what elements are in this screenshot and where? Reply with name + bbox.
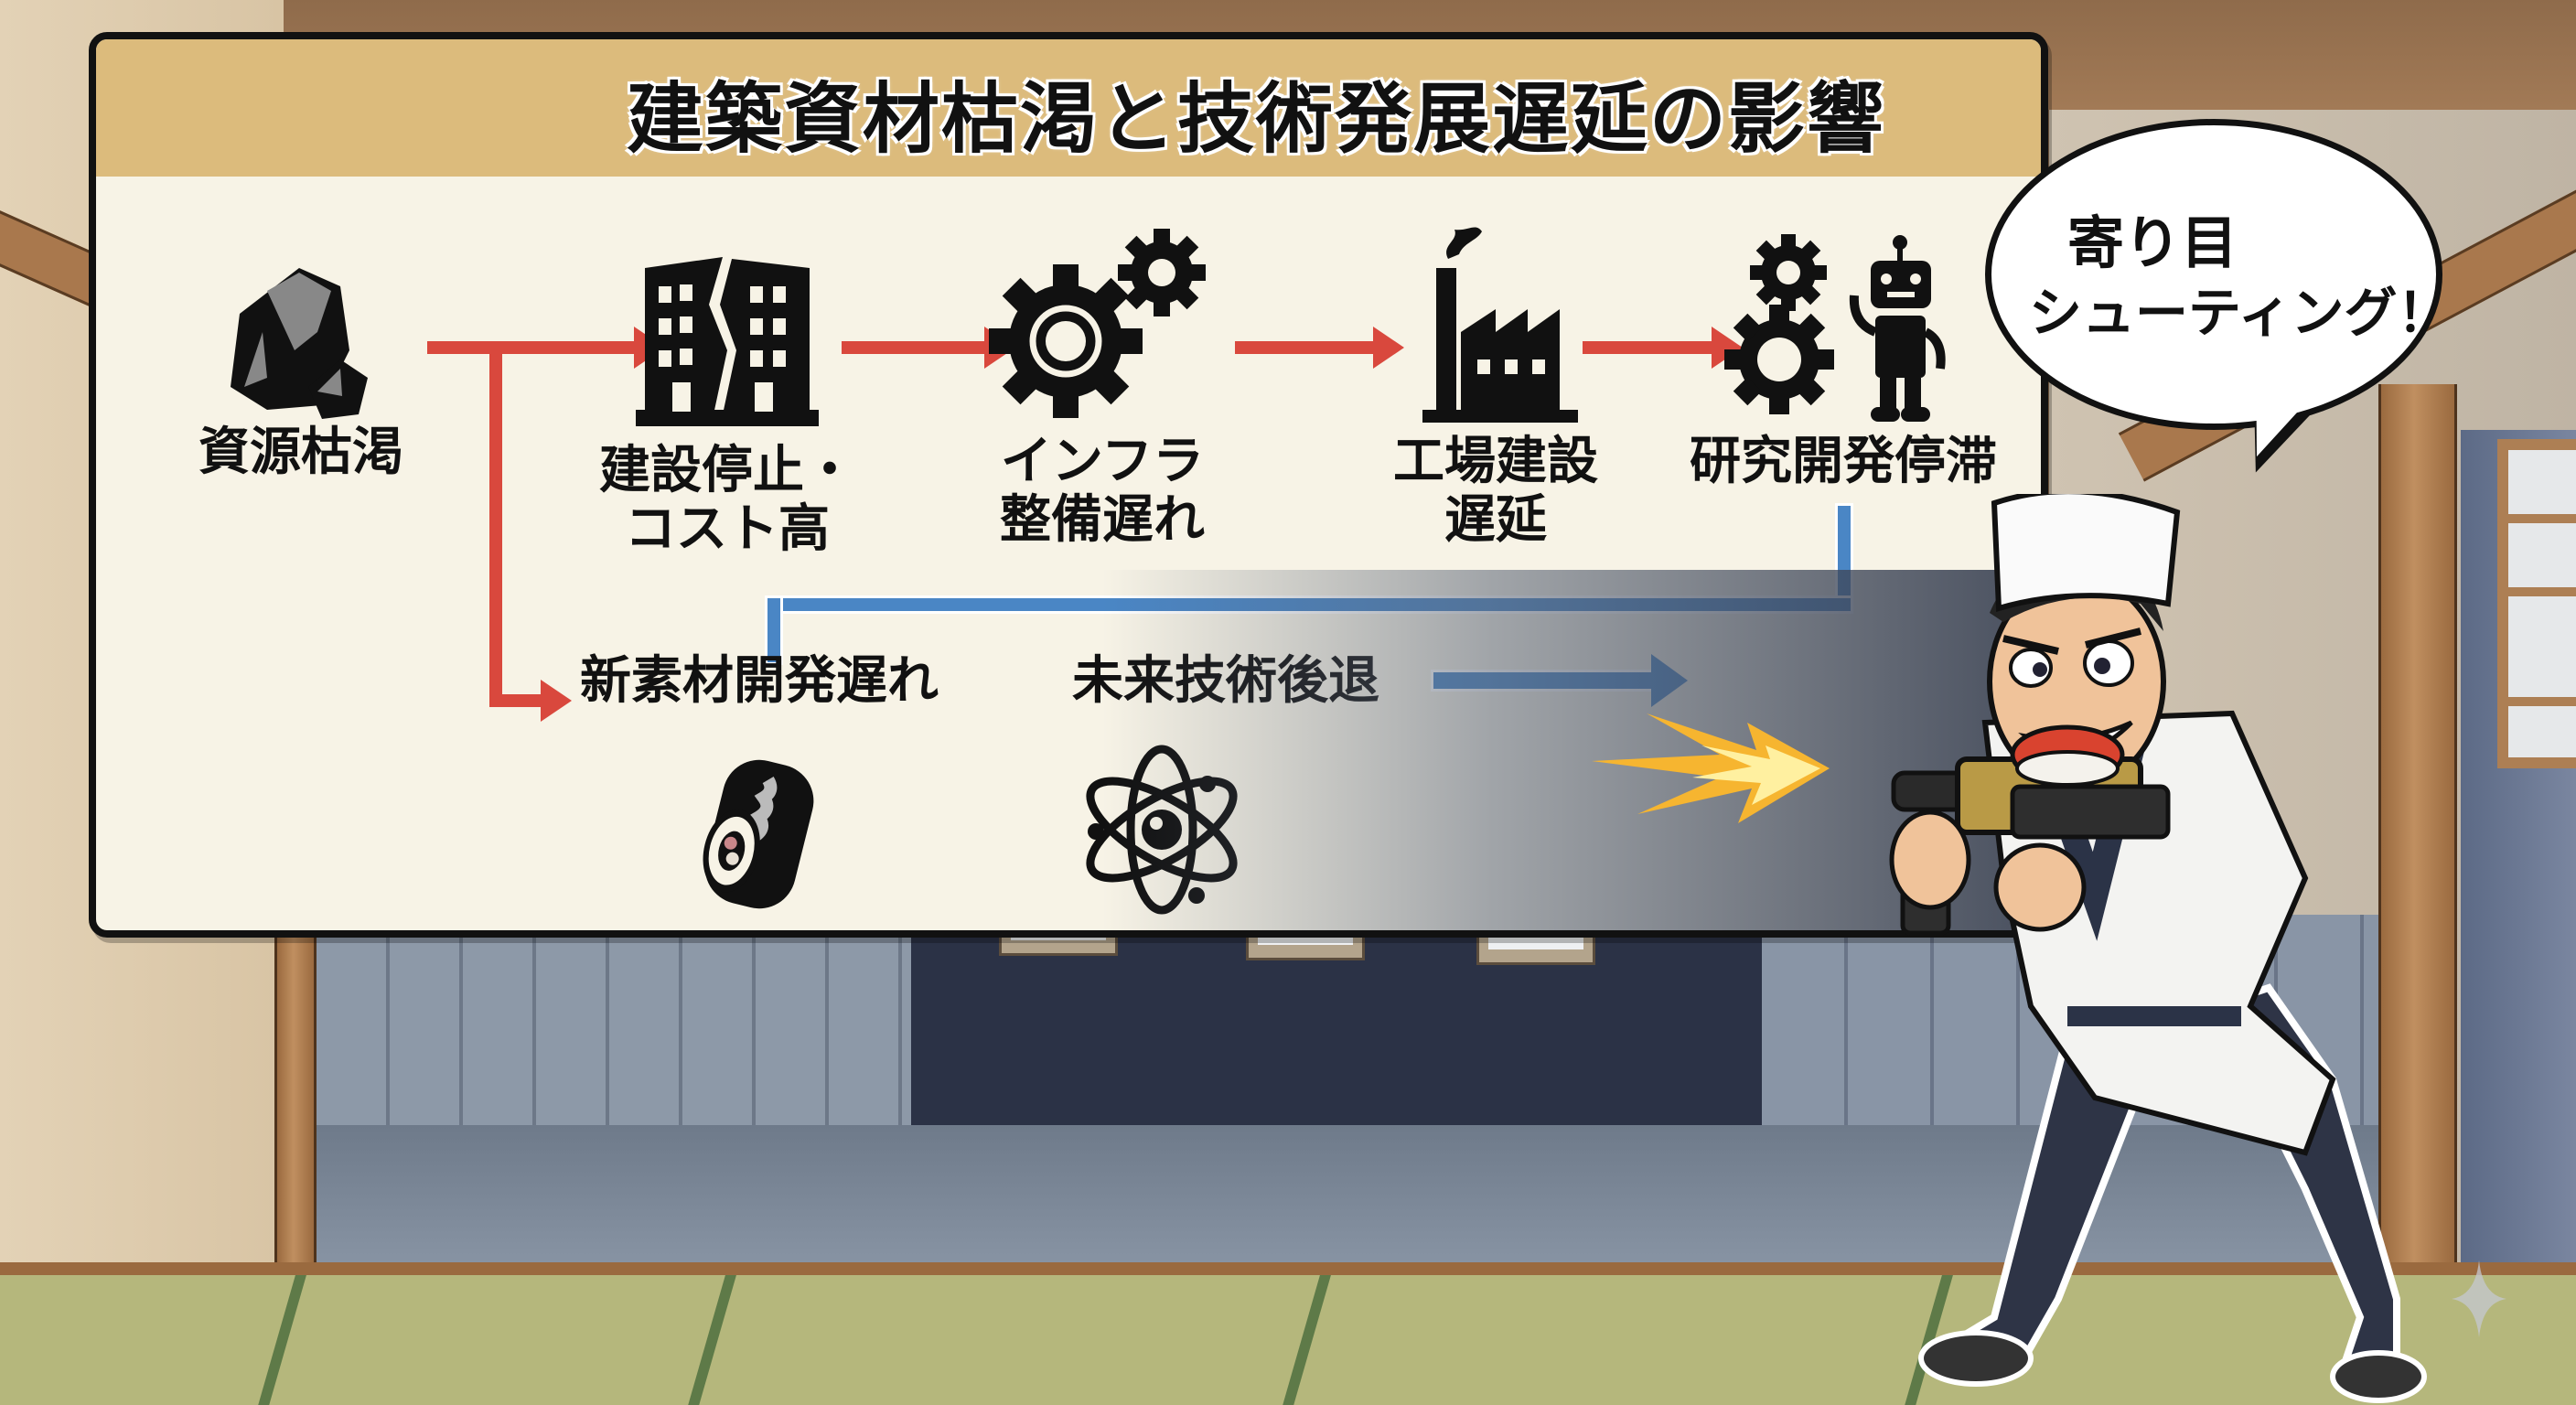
panel-title: 建築資材枯渇と技術発展遅延の影響: [627, 74, 1886, 164]
red-arrow-branch: [489, 680, 572, 722]
flow-node-future-tech-regression: 未来技術後退: [1061, 652, 1390, 921]
flow-node-label: コスト高: [625, 499, 830, 559]
wooden-pillar: [274, 933, 317, 1281]
flow-node-label: 整備遅れ: [1000, 490, 1205, 550]
flow-node-label: 資源枯渇: [199, 423, 403, 482]
flow-node-label: インフラ: [1000, 432, 1205, 491]
sushi-roll-icon: [703, 759, 814, 909]
speech-bubble-line-2: シューティング！: [2029, 282, 2451, 344]
title-band: 建築資材枯渇と技術発展遅延の影響: [96, 39, 2041, 177]
sparkle-icon: [2452, 1260, 2506, 1337]
flow-node-label: 研究開発停滞: [1690, 432, 1997, 491]
factory-icon: [1422, 227, 1578, 423]
red-arrow: [1235, 327, 1404, 369]
rock-icon: [231, 268, 368, 419]
gears-icon: [989, 229, 1206, 418]
blue-connector: [767, 598, 780, 662]
flow-node-label: 遅延: [1444, 490, 1547, 550]
flow-node-new-material-delay: 新素材開発遅れ: [567, 652, 951, 921]
tatami-floor: [0, 1262, 2576, 1405]
cracked-building-icon: [636, 257, 819, 426]
atom-icon: [1086, 745, 1238, 915]
flow-node-rnd-stagnation: 研究開発停滞: [1679, 231, 2008, 491]
robot-gears-icon: [1724, 234, 1946, 422]
flow-node-label: 新素材開発遅れ: [580, 651, 939, 711]
flow-node-resource-depletion: 資源枯渇: [199, 250, 403, 482]
speech-bubble: [1985, 119, 2442, 430]
blue-connector: [767, 598, 1851, 611]
speech-bubble-line-1: 寄り目: [2067, 209, 2238, 276]
flow-node-factory-delay: 工場建設 遅延: [1358, 222, 1633, 550]
muzzle-flash-icon: [1592, 713, 1830, 823]
flow-node-label: 建設停止・: [599, 441, 855, 500]
wooden-pillar: [2378, 384, 2457, 1281]
flow-node-construction-halt: 建設停止・ コスト高: [590, 250, 864, 559]
sushi-chef-character: [1889, 494, 2427, 1403]
red-branch-line: [489, 341, 502, 707]
door-window: [2497, 439, 2576, 768]
flow-node-label: 未来技術後退: [1072, 651, 1379, 711]
flow-node-infrastructure-delay: インフラ 整備遅れ: [965, 222, 1240, 550]
blue-arrow: [1433, 654, 1688, 707]
flow-node-label: 工場建設: [1393, 432, 1598, 491]
